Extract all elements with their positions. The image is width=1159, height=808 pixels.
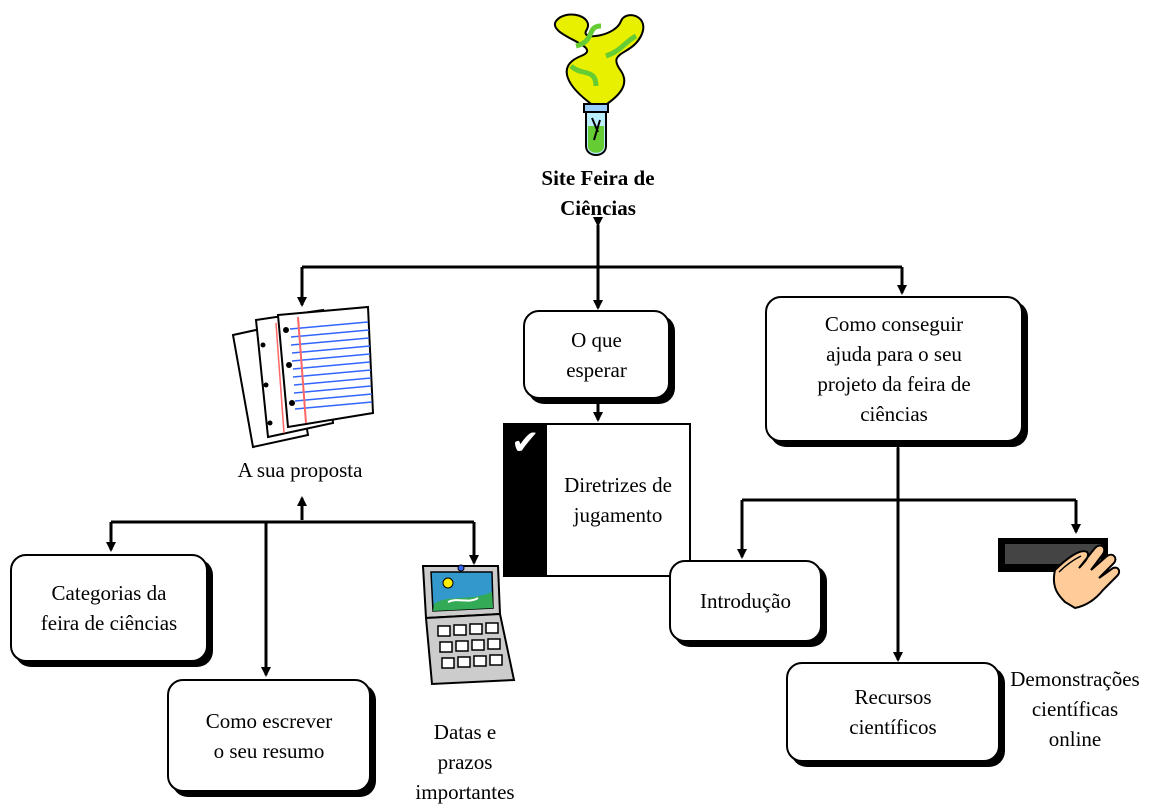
recursos-line2: científicos (849, 715, 937, 739)
a-sua-proposta-label[interactable]: A sua proposta (237, 458, 363, 482)
recursos-cientificos-node[interactable]: Recursos científicos (786, 662, 1000, 762)
site-title[interactable]: Site Feira de Ciências (508, 163, 688, 223)
demonstracoes-label[interactable]: Demonstrações científicas online (990, 664, 1159, 754)
datas-prazos-label[interactable]: Datas e prazos importantes (405, 717, 525, 807)
datas-line2: prazos (437, 750, 493, 774)
categorias-line1: Categorias da (51, 581, 167, 605)
resumo-line1: Como escrever (205, 708, 333, 733)
demonstracoes-line2: científicas (1031, 697, 1119, 721)
ajuda-line4: ciências (860, 402, 928, 426)
ajuda-line2: ajuda para o seu (826, 342, 962, 366)
diretrizes-de-jugamento-node[interactable]: ✔ Diretrizes de jugamento (503, 423, 691, 577)
ajuda-line3: projeto da feira de (817, 372, 971, 396)
o-que-esperar-line2: esperar (566, 357, 627, 382)
checkmark-icon: ✔ (511, 423, 540, 463)
categorias-line2: feira de ciências (40, 611, 178, 635)
o-que-esperar-line1: O que (571, 327, 622, 352)
recursos-line1: Recursos (854, 685, 932, 709)
datas-line3: importantes (415, 780, 515, 804)
diretrizes-line2: jugamento (573, 503, 663, 527)
diretrizes-line1: Diretrizes de (564, 473, 672, 497)
resumo-line2: o seu resumo (213, 738, 325, 763)
handheld-calendar-device-icon (421, 564, 516, 686)
introducao-label: Introdução (700, 589, 791, 613)
como-escrever-resumo-node[interactable]: Como escrever o seu resumo (167, 679, 371, 792)
demonstracoes-line3: online (1048, 727, 1102, 751)
ajuda-line1: Como conseguir (824, 312, 964, 336)
lined-paper-pages-icon (231, 305, 375, 449)
como-conseguir-ajuda-node[interactable]: Como conseguir ajuda para o seu projeto … (765, 296, 1023, 442)
site-title-line2: Ciências (560, 196, 636, 220)
categorias-node[interactable]: Categorias da feira de ciências (10, 554, 208, 662)
introducao-node[interactable]: Introdução (669, 560, 822, 642)
o-que-esperar-node[interactable]: O que esperar (523, 310, 670, 399)
chemistry-test-tube-icon (553, 13, 645, 156)
hand-pressing-button-icon (998, 538, 1121, 610)
site-title-line1: Site Feira de (541, 166, 655, 190)
datas-line1: Datas e (433, 720, 497, 744)
demonstracoes-line1: Demonstrações (1010, 667, 1140, 691)
checklist-bar (505, 425, 547, 575)
